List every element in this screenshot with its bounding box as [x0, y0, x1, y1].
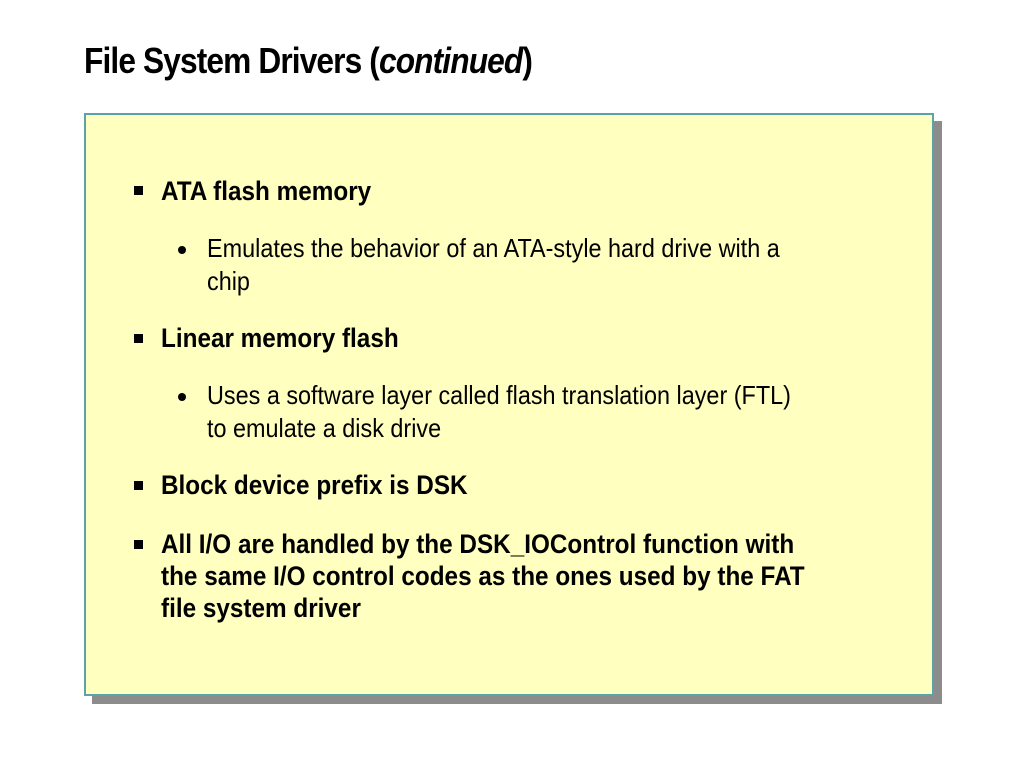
- bullet-item-io-line: All I/O are handled by the DSK_IOControl…: [161, 529, 795, 559]
- sub-bullet-line: Emulates the behavior of an ATA-style ha…: [207, 233, 780, 263]
- square-bullet-icon: [134, 334, 143, 343]
- slide-title: File System Drivers (continued): [84, 40, 533, 82]
- square-bullet-icon: [134, 481, 143, 490]
- title-close-paren: ): [522, 40, 533, 81]
- sub-bullet-line: to emulate a disk drive: [207, 413, 442, 443]
- bullet-item-io-line: file system driver: [161, 593, 361, 623]
- sub-bullet-line: chip: [207, 266, 250, 296]
- bullet-item-ata-flash: ATA flash memory: [161, 176, 372, 206]
- bullet-item-io-line: the same I/O control codes as the ones u…: [161, 561, 805, 591]
- round-bullet-icon: [178, 393, 186, 401]
- content-panel: [84, 113, 934, 696]
- bullet-item-linear-flash: Linear memory flash: [161, 323, 399, 353]
- round-bullet-icon: [178, 246, 186, 254]
- square-bullet-icon: [134, 540, 143, 549]
- bullet-item-block-prefix: Block device prefix is DSK: [161, 470, 468, 500]
- sub-bullet-line: Uses a software layer called flash trans…: [207, 380, 791, 410]
- title-text: File System Drivers (: [84, 40, 380, 81]
- title-italic-text: continued: [378, 40, 523, 81]
- square-bullet-icon: [134, 186, 143, 195]
